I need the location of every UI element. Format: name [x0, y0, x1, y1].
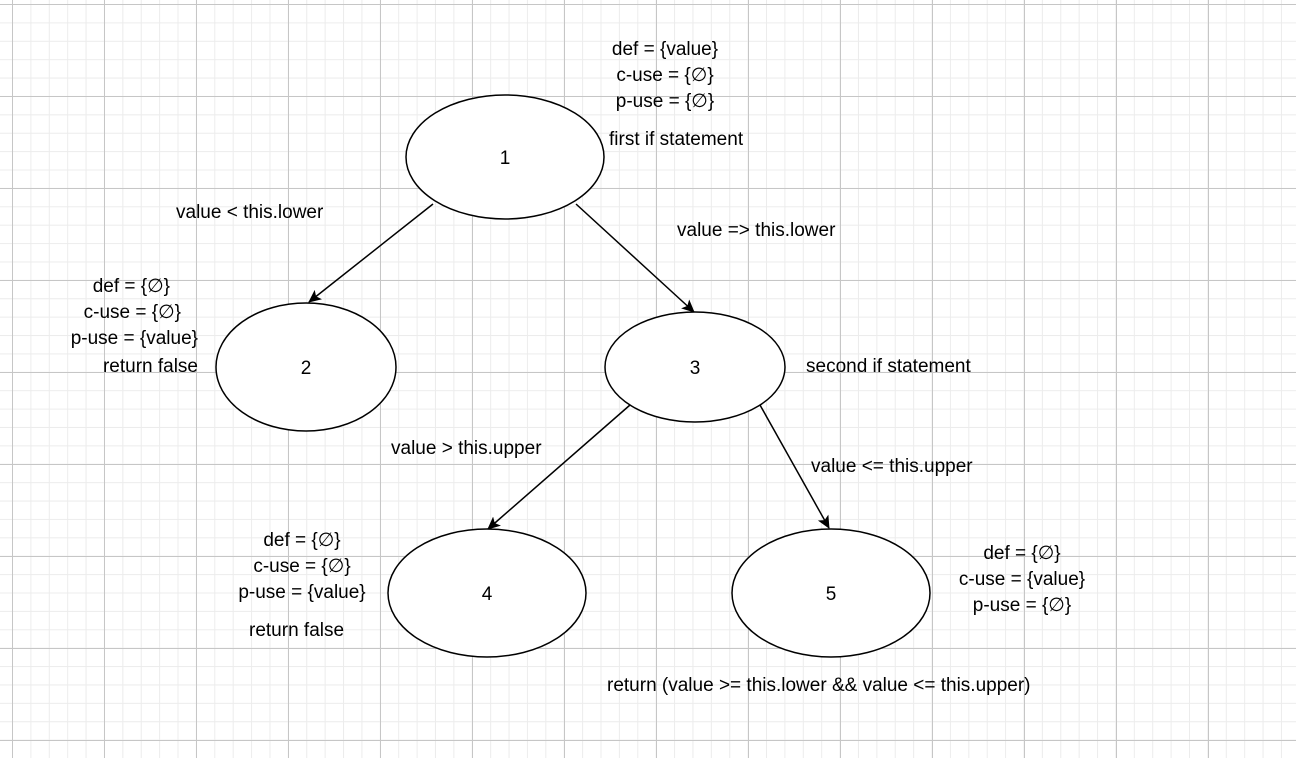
- node-2-def: def = {∅}: [92, 276, 170, 297]
- node-3-label: 3: [690, 358, 701, 379]
- node-5-shape: [731, 528, 931, 658]
- edge-3-5-label: value <= this.upper: [811, 456, 973, 477]
- node-1-def: def = {value}: [611, 39, 719, 60]
- edge-1-3: [575, 203, 695, 313]
- node-4-def: def = {∅}: [263, 530, 341, 551]
- node-5-note: return (value >= this.lower && value <= …: [607, 675, 1031, 696]
- node-4-note: return false: [249, 620, 345, 641]
- node-1-p-use: p-use = {∅}: [615, 91, 715, 112]
- edge-1-2-label: value < this.lower: [176, 202, 324, 223]
- node-5-annotation: def = {∅} c-use = {value} p-use = {∅}: [942, 541, 1102, 619]
- node-3-note: second if statement: [806, 356, 971, 377]
- node-1-shape: [405, 94, 605, 220]
- node-1-label: 1: [500, 148, 511, 169]
- edge-3-4: [487, 404, 631, 530]
- node-4-label: 4: [482, 584, 493, 605]
- node-4[interactable]: 4: [387, 528, 587, 658]
- node-2-annotation: def = {∅} c-use = {∅} p-use = {value} re…: [38, 274, 198, 380]
- node-2-note: return false: [102, 356, 198, 377]
- edge-3-5: [759, 404, 830, 529]
- node-5-p-use: p-use = {∅}: [972, 595, 1072, 616]
- edge-1-2: [308, 203, 434, 303]
- node-4-shape: [387, 528, 587, 658]
- edge-1-3-label: value => this.lower: [677, 220, 836, 241]
- node-1-c-use: c-use = {∅}: [616, 65, 714, 86]
- node-5[interactable]: 5: [731, 528, 931, 658]
- node-1-annotation: def = {value} c-use = {∅} p-use = {∅}: [585, 37, 745, 115]
- node-4-c-use: c-use = {∅}: [253, 556, 351, 577]
- node-5-def: def = {∅}: [983, 543, 1061, 564]
- node-4-p-use: p-use = {value}: [238, 582, 366, 603]
- node-5-label: 5: [826, 584, 837, 605]
- node-1[interactable]: 1: [405, 94, 605, 220]
- node-5-c-use: c-use = {value}: [958, 569, 1086, 590]
- node-2-label: 2: [301, 358, 312, 379]
- edge-3-4-label: value > this.upper: [391, 438, 542, 459]
- node-2-p-use: p-use = {value}: [70, 328, 198, 349]
- node-2-c-use: c-use = {∅}: [83, 302, 181, 323]
- node-4-annotation: def = {∅} c-use = {∅} p-use = {value}: [222, 528, 382, 606]
- node-3-shape: [604, 311, 786, 423]
- node-2[interactable]: 2: [215, 302, 397, 432]
- node-1-note: first if statement: [609, 129, 744, 150]
- node-3[interactable]: 3: [604, 311, 786, 423]
- node-2-shape: [215, 302, 397, 432]
